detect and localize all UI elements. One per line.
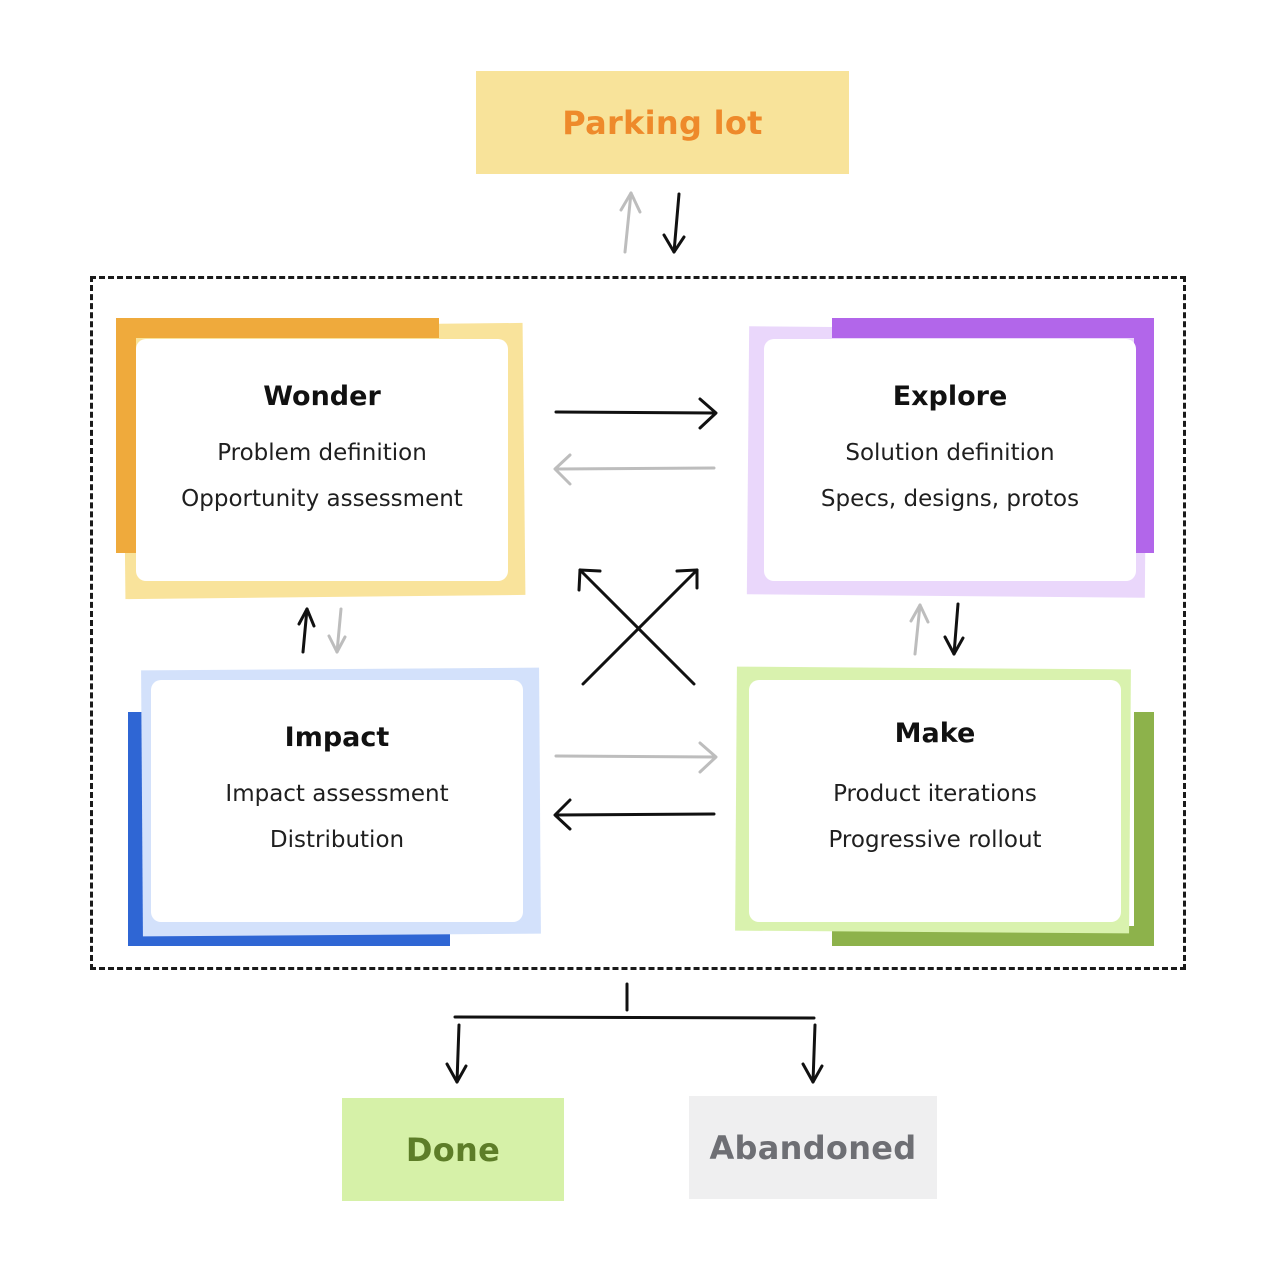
wonder-line-1: Problem definition [217, 440, 427, 466]
make-line-2: Progressive rollout [828, 827, 1042, 853]
explore-card-body: Explore Solution definition Specs, desig… [764, 339, 1136, 581]
arrow-up-to-parking-lot [619, 191, 642, 254]
wonder-accent-bar [116, 318, 439, 338]
parking-lot-label: Parking lot [562, 103, 763, 142]
explore-accent-bar [832, 318, 1154, 338]
impact-line-2: Distribution [269, 827, 405, 853]
abandoned-box: Abandoned [689, 1096, 937, 1199]
arrow-to-abandoned [801, 1023, 824, 1084]
parking-lot-box: Parking lot [476, 71, 849, 174]
make-title: Make [894, 718, 976, 749]
impact-title: Impact [284, 722, 390, 753]
wonder-accent-side [116, 318, 136, 553]
make-card-body: Make Product iterations Progressive roll… [749, 680, 1121, 922]
done-label: Done [405, 1130, 501, 1169]
impact-line-1: Impact assessment [225, 781, 449, 807]
explore-accent-side [1134, 318, 1154, 553]
make-accent-side [1134, 712, 1154, 946]
done-box: Done [342, 1098, 564, 1201]
impact-card-body: Impact Impact assessment Distribution [151, 680, 523, 922]
lifecycle-boundary [90, 276, 1186, 970]
abandoned-label: Abandoned [709, 1128, 917, 1167]
arrow-to-done [445, 1023, 468, 1084]
explore-line-2: Specs, designs, protos [820, 486, 1080, 512]
arrow-down-from-parking-lot [662, 192, 686, 254]
wonder-card-body: Wonder Problem definition Opportunity as… [136, 339, 508, 581]
make-line-1: Product iterations [833, 781, 1037, 807]
wonder-line-2: Opportunity assessment [181, 486, 463, 512]
wonder-title: Wonder [263, 381, 381, 412]
explore-title: Explore [892, 381, 1008, 412]
explore-line-1: Solution definition [845, 440, 1055, 466]
exit-branch-connector [453, 982, 816, 1020]
